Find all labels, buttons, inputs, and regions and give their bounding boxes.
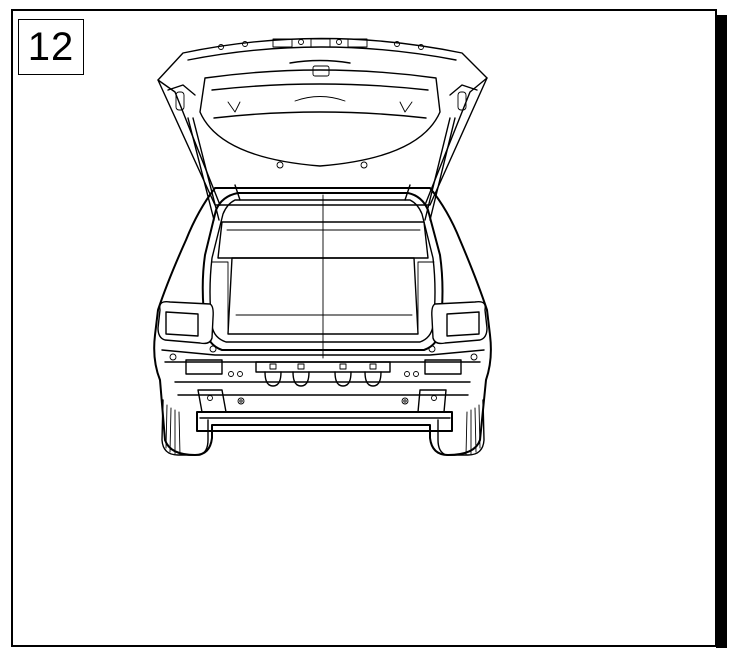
step-number-box: 12 [18, 19, 84, 75]
rear-bumper [161, 345, 485, 432]
step-number: 12 [27, 25, 75, 69]
tailgate [157, 37, 488, 221]
car-body [153, 184, 492, 456]
frame-shadow [716, 15, 727, 648]
tail-lights [157, 300, 488, 345]
wheels [161, 399, 485, 456]
